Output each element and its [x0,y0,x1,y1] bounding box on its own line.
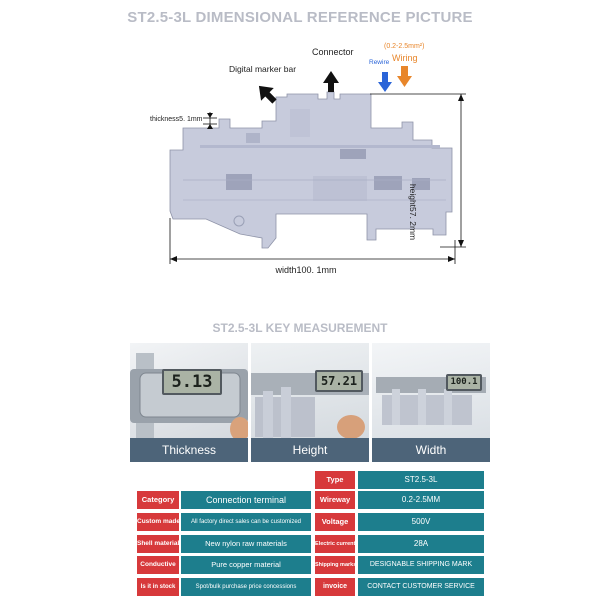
height-photo: 57.21 Height [251,343,369,462]
in-stock-label: Is it in stock [137,578,179,596]
voltage-value: 500V [358,513,484,531]
conductive-value: Pure copper material [181,556,311,574]
measure-title: ST2.5-3L KEY MEASUREMENT [212,321,388,335]
marker-arrow-icon [258,85,277,104]
electric-current-label: Electric current [315,535,355,553]
wiring-label: Wiring [392,53,418,63]
shipping-marks-value: DESIGNABLE SHIPPING MARK [358,556,484,574]
height-label: height57. 2mm [408,183,418,241]
terminal-block-diagram [169,66,466,264]
shell-material-label: Shell material [137,535,179,553]
height-reading: 57.21 [315,370,363,392]
width-photo: 100.1 Width [372,343,490,462]
wiring-arrow-icon [397,66,412,87]
voltage-label: Voltage [315,513,355,531]
width-reading: 100.1 [446,374,482,391]
shipping-marks-label: Shipping marks [315,556,355,574]
width-label: width100. 1mm [275,265,337,275]
range-label: (0.2-2.5mm²) [384,43,425,50]
invoice-value: CONTACT CUSTOMER SERVICE [358,578,484,596]
connector-label: Connector [312,47,354,57]
thickness-label: thickness5. 1mm [150,116,203,123]
custom-made-label: Custom made [137,513,179,531]
type-value: ST2.5-3L [358,471,484,489]
in-stock-value: Spot/bulk purchase price concessions [181,578,311,596]
diagram-title: ST2.5-3L DIMENSIONAL REFERENCE PICTURE [127,9,473,26]
thickness-photo: 5.13 Thickness [130,343,248,462]
width-caption: Width [372,438,490,462]
electric-current-value: 28A [358,535,484,553]
terminal-block-body [169,91,453,249]
category-label: Category [137,491,179,509]
connector-arrow-icon [323,71,339,92]
shell-material-value: New nylon raw materials [181,535,311,553]
invoice-label: invoice [315,578,355,596]
conductive-label: Conductive [137,556,179,574]
type-label: Type [315,471,355,489]
rewire-label: Rewire [369,59,390,66]
marker-label: Digital marker bar [229,64,297,74]
wireway-value: 0.2-2.5MM [358,491,484,509]
height-caption: Height [251,438,369,462]
rewire-arrow-icon [378,72,392,92]
thickness-caption: Thickness [130,438,248,462]
custom-made-value: All factory direct sales can be customiz… [181,513,311,531]
thickness-reading: 5.13 [162,369,222,395]
wireway-label: Wireway [315,491,355,509]
category-value: Connection terminal [181,491,311,509]
